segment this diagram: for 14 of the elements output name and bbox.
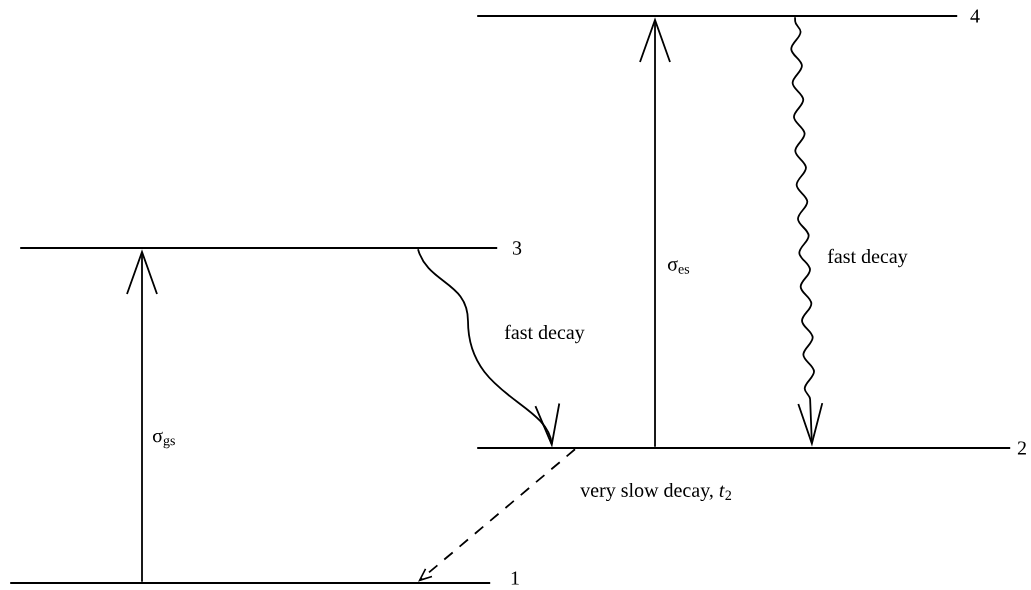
arrow bbox=[639, 17, 671, 448]
level-number: 4 bbox=[970, 9, 980, 23]
arrow bbox=[418, 448, 576, 582]
level-number: 1 bbox=[511, 571, 519, 585]
level-number: 2 bbox=[1017, 441, 1026, 455]
edge-label: σ$_{es}$ bbox=[665, 258, 693, 276]
edge-label: σ$_{gs}$ bbox=[150, 429, 178, 451]
edge-label: fast decay bbox=[502, 322, 587, 346]
arrow bbox=[126, 249, 158, 583]
arrow bbox=[417, 248, 561, 448]
edge-label: fast decay bbox=[825, 246, 910, 270]
arrow bbox=[790, 16, 824, 447]
edge-label: very slow decay, t$_{2}$ bbox=[578, 480, 735, 504]
level-number: 3 bbox=[512, 241, 522, 255]
